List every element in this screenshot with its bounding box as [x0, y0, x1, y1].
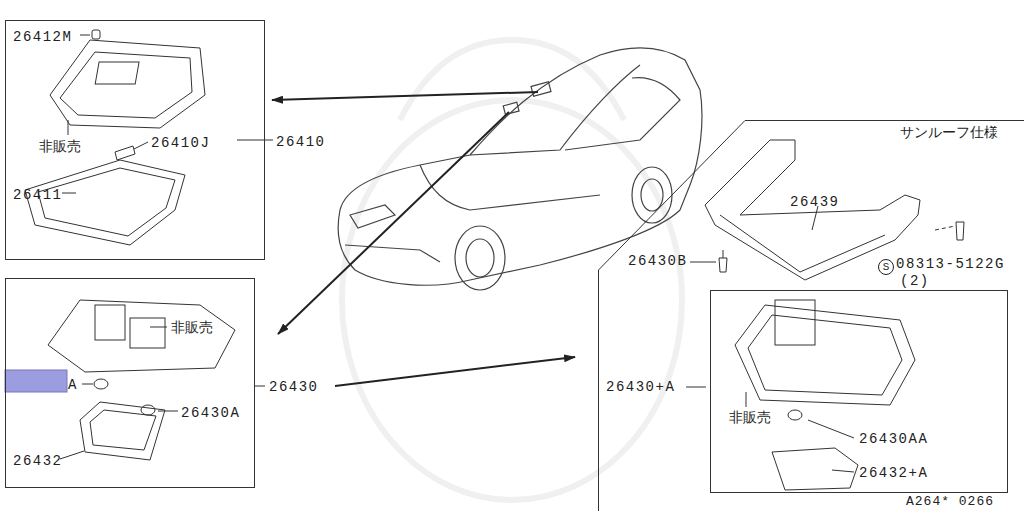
callout-number: 26430 — [269, 379, 319, 395]
callout-number: 08313-5122G — [896, 256, 1005, 272]
panel-box: 26412M非販売26410J2641026411 — [5, 20, 265, 260]
watermark — [342, 40, 682, 500]
standard-part-mark: S — [878, 259, 894, 275]
callout-number: 26411 — [13, 187, 63, 203]
callout-number: A — [68, 377, 78, 393]
region-outline — [598, 120, 1024, 511]
callout-number: 26410 — [276, 134, 326, 150]
callout-number: 26430B — [628, 253, 687, 269]
highlight-patch — [5, 370, 67, 392]
lamp-parts — [48, 300, 265, 460]
note-text: 非販売 — [729, 409, 771, 425]
drawing-number: A264* 0266 — [906, 494, 994, 510]
callout-number: 26432 — [13, 453, 63, 469]
callout-number: (2) — [900, 273, 930, 289]
lamp-parts — [25, 30, 273, 245]
car-illustration — [338, 48, 702, 290]
callout-number: 26410J — [151, 135, 210, 151]
callout-number: 26430A — [181, 405, 240, 421]
note-text: 非販売 — [39, 138, 81, 154]
note-text: 非販売 — [171, 319, 213, 335]
note-text: サンルーフ仕様 — [900, 124, 998, 140]
callout-number: 26430+A — [606, 379, 675, 395]
callout-number: 26412M — [13, 29, 72, 45]
callout-number: 26430AA — [859, 431, 928, 447]
panel-box: 非販売A26430A2643226430 — [5, 278, 255, 488]
sunroof-parts — [686, 140, 964, 490]
sunroof-region: サンルーフ仕様 26439 26430B S08313-5122G(2) 26430+A… — [598, 120, 1024, 511]
pointer-arrow — [272, 92, 575, 386]
callout-number: 26439 — [790, 194, 840, 210]
panel-box: 26430+A非販売26430AA26432+A — [710, 290, 1008, 493]
callout-number: 26432+A — [859, 465, 928, 481]
